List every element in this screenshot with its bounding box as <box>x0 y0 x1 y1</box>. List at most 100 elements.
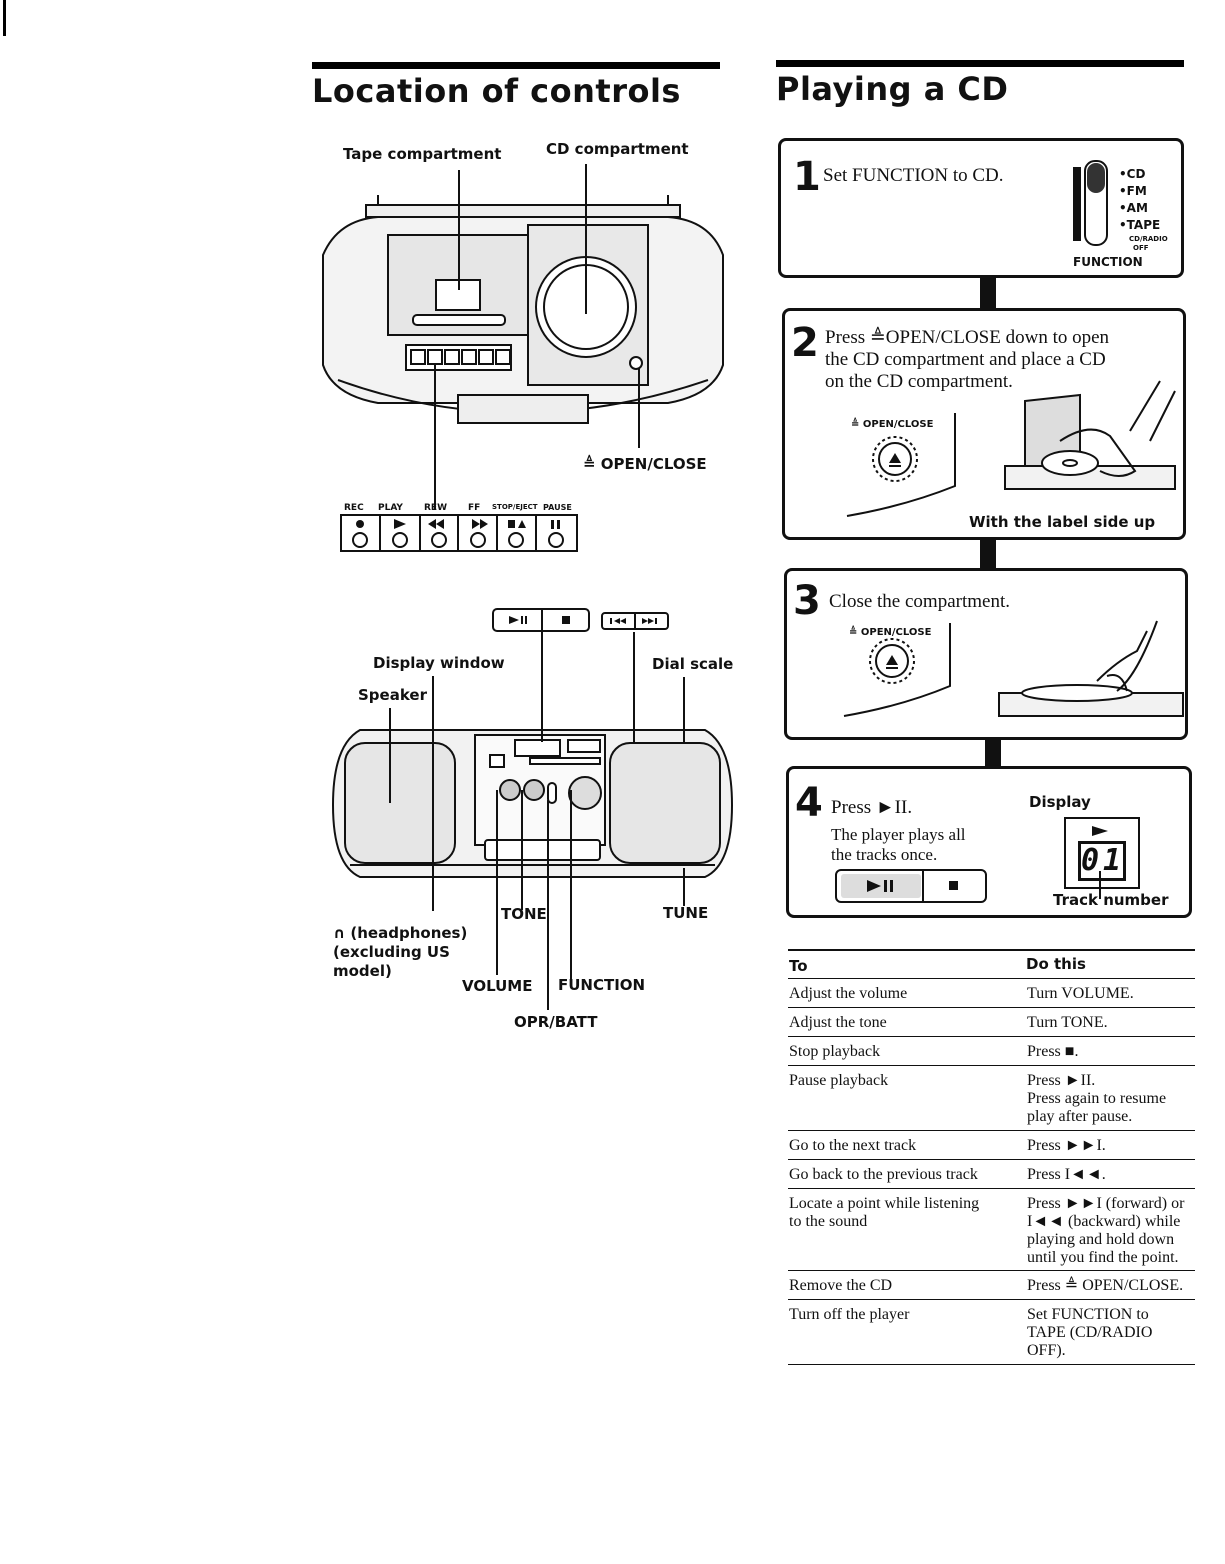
step-4-track-pointer <box>1099 871 1101 899</box>
title-rule-left <box>312 62 720 69</box>
table-cell-to: Locate a point while listening <box>789 1195 980 1212</box>
table-row-rule <box>788 1007 1195 1008</box>
table-cell-do-this: until you find the point. <box>1027 1249 1179 1266</box>
pointer-cd <box>585 164 587 314</box>
tape-label-ff: FF <box>468 503 481 513</box>
pointer-speaker <box>389 708 391 803</box>
tape-label-play: PLAY <box>378 503 403 513</box>
pointer-play <box>541 632 543 742</box>
step-4-play-stop-buttons <box>835 869 987 903</box>
switch-pos-tape: •TAPE <box>1119 218 1161 232</box>
switch-pos-off: OFF <box>1133 244 1149 252</box>
table-cell-to: Adjust the tone <box>789 1014 887 1031</box>
tape-button-labels: REC PLAY REW FF STOP/EJECT PAUSE <box>338 503 578 515</box>
step-3-close-button-illustration <box>843 623 951 717</box>
step-2-line-1: Press ≜OPEN/CLOSE down to open <box>825 327 1110 348</box>
table-cell-to: Pause playback <box>789 1072 889 1089</box>
table-cell-to: Stop playback <box>789 1043 881 1060</box>
pointer-tape <box>458 170 460 290</box>
table-cell-do-this: Press again to resume <box>1027 1090 1167 1107</box>
tape-label-rec: REC <box>344 503 364 513</box>
pointer-buttons <box>434 365 436 510</box>
switch-pos-fm: •FM <box>1119 184 1147 198</box>
table-row-rule <box>788 1130 1195 1131</box>
table-cell-do-this: play after pause. <box>1027 1108 1133 1125</box>
table-cell-do-this: Press ►►I. <box>1027 1137 1106 1154</box>
table-cell-to: Go back to the previous track <box>789 1166 978 1183</box>
label-display-window: Display window <box>373 654 505 672</box>
table-cell-do-this: Press ≜ OPEN/CLOSE. <box>1027 1277 1184 1294</box>
table-row-rule <box>788 1364 1195 1365</box>
pointer-tune <box>683 868 685 906</box>
table-header-to: To <box>789 957 808 975</box>
table-header-do-this: Do this <box>1026 955 1086 973</box>
label-tape-compartment: Tape compartment <box>343 145 502 163</box>
tape-label-pause: PAUSE <box>543 503 572 512</box>
function-switch-icon <box>1073 160 1108 246</box>
page-title-left: Location of controls <box>312 72 681 110</box>
table-cell-do-this: OFF). <box>1027 1342 1066 1359</box>
label-tone: TONE <box>501 905 547 923</box>
label-headphones-3: model) <box>333 962 392 980</box>
step-3-box: 3 Close the compartment. ≜ OPEN/CLOSE <box>784 568 1188 740</box>
step-1-text: Set FUNCTION to CD. <box>823 165 1004 186</box>
step-2-caption: With the label side up <box>969 513 1156 531</box>
step-4-sub-2: the tracks once. <box>831 845 938 864</box>
step-4-sub-1: The player plays all <box>831 825 966 844</box>
pointer-dial <box>683 677 685 742</box>
step-3-text: Close the compartment. <box>829 591 1010 612</box>
table-cell-do-this: Turn TONE. <box>1027 1014 1108 1031</box>
pointer-open <box>638 368 640 448</box>
step-connector-3 <box>985 738 1001 773</box>
step-connector-2 <box>980 538 996 573</box>
table-cell-to: Go to the next track <box>789 1137 917 1154</box>
table-top-rule <box>788 949 1195 951</box>
step-2-line-3: on the CD compartment. <box>825 371 1013 392</box>
step-2-open-button-illustration <box>846 413 956 517</box>
label-headphones-2: (excluding US <box>333 943 450 961</box>
label-headphones-1: ∩ (headphones) <box>333 924 468 942</box>
cd-buttons-legend <box>492 608 669 632</box>
label-function: FUNCTION <box>558 976 646 994</box>
tape-button-strip <box>340 514 578 552</box>
pointer-opr <box>547 800 549 1010</box>
table-header-rule <box>788 978 1195 979</box>
pointer-tone <box>521 790 523 910</box>
step-2-number: 2 <box>791 320 819 366</box>
label-speaker: Speaker <box>358 686 427 704</box>
margin-mark <box>3 0 6 36</box>
table-cell-do-this: I◄◄ (backward) while <box>1027 1213 1181 1230</box>
table-cell-do-this: playing and hold down <box>1027 1231 1175 1248</box>
step-3-closing-illustration <box>998 620 1184 717</box>
step-4-text: Press ►II. <box>831 797 913 818</box>
step-2-cd-tray-illustration <box>1004 380 1176 490</box>
table-cell-to: Turn off the player <box>789 1306 910 1323</box>
table-row-rule <box>788 1299 1195 1300</box>
title-rule-right <box>776 60 1184 67</box>
step-4-box: 4 Press ►II. The player plays all the tr… <box>786 766 1192 918</box>
label-volume: VOLUME <box>462 977 533 995</box>
table-cell-do-this: Turn VOLUME. <box>1027 985 1134 1002</box>
step-4-track-label: Track number <box>1053 891 1169 909</box>
table-row-rule <box>788 1065 1195 1066</box>
label-tune: TUNE <box>663 904 709 922</box>
label-open-close: ≜ OPEN/CLOSE <box>583 455 707 473</box>
step-2-line-2: the CD compartment and place a CD <box>825 349 1106 370</box>
table-row-rule <box>788 1159 1195 1160</box>
pointer-skip <box>633 632 635 742</box>
table-cell-do-this: TAPE (CD/RADIO <box>1027 1324 1153 1341</box>
switch-pos-cd: •CD <box>1119 167 1146 181</box>
table-row-rule <box>788 1188 1195 1189</box>
tape-label-stop-eject: STOP/EJECT <box>492 503 538 511</box>
table-cell-do-this: Set FUNCTION to <box>1027 1306 1149 1323</box>
tape-label-rew: REW <box>424 503 448 513</box>
table-cell-do-this: Press ►►I (forward) or <box>1027 1195 1185 1212</box>
table-cell-to: Remove the CD <box>789 1277 893 1294</box>
step-1-number: 1 <box>793 154 821 200</box>
pointer-function <box>570 790 572 980</box>
step-3-button-label: ≜ OPEN/CLOSE <box>849 627 932 638</box>
display-play-indicator <box>1092 826 1108 836</box>
step-3-number: 3 <box>793 578 821 624</box>
boombox-top-illustration <box>322 195 724 424</box>
label-opr-batt: OPR/BATT <box>514 1013 598 1031</box>
